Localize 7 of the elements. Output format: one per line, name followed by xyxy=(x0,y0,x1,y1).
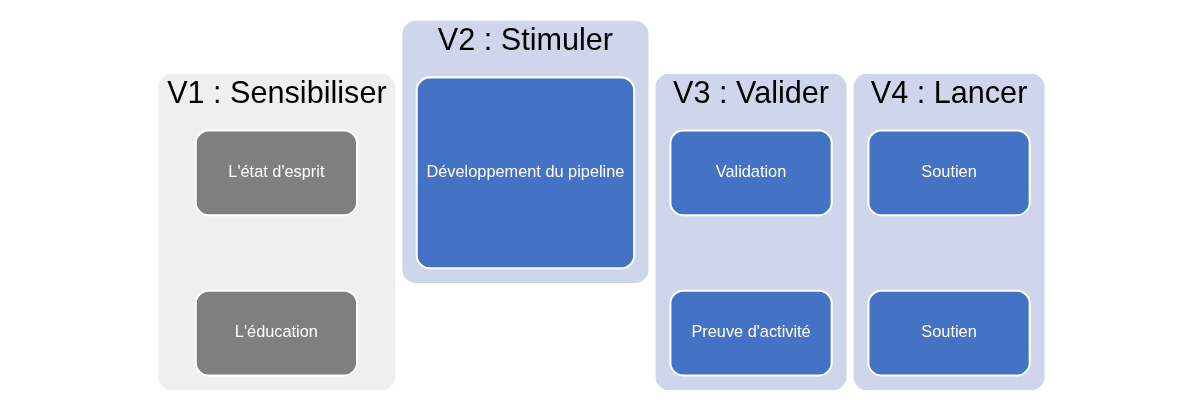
node-box: L'éducation xyxy=(194,289,358,376)
node-box: L'état d'esprit xyxy=(194,128,358,216)
node-box: Soutien xyxy=(866,289,1031,376)
node-box: Développement du pipeline xyxy=(415,75,635,269)
node-box: Soutien xyxy=(866,128,1031,216)
node-box: Preuve d'activité xyxy=(668,289,833,376)
node-box: Validation xyxy=(668,128,833,216)
